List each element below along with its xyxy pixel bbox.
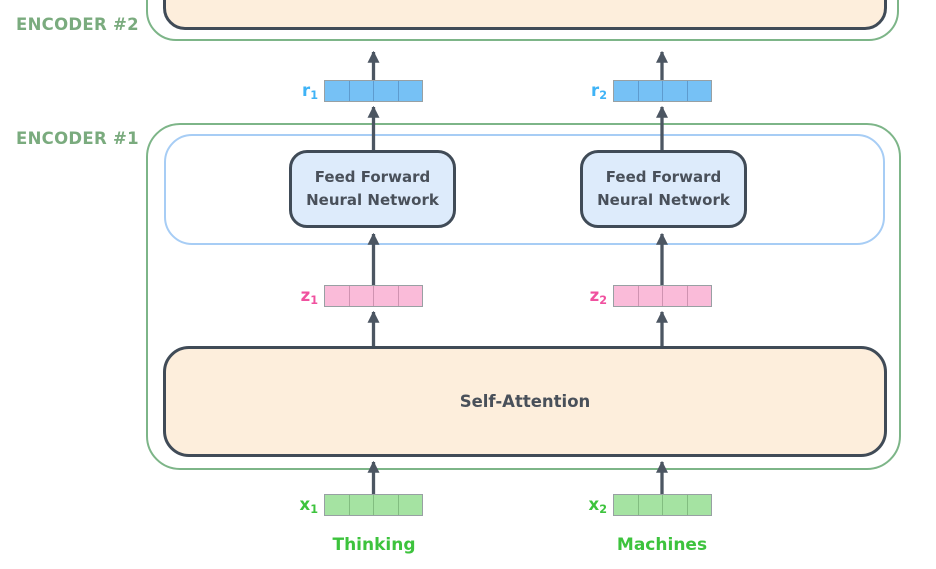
feed-forward-box-1-line1: Feed Forward bbox=[314, 167, 431, 186]
vector-cell bbox=[348, 81, 373, 101]
feed-forward-box-2-line1: Feed Forward bbox=[605, 167, 722, 186]
vector-cell bbox=[614, 81, 638, 101]
vector-label-r1: r1 bbox=[302, 81, 318, 103]
vector-cell bbox=[348, 495, 373, 515]
vector-z2 bbox=[613, 285, 712, 307]
vector-cell bbox=[348, 286, 373, 306]
self-attention-box: Self-Attention bbox=[163, 346, 887, 457]
vector-cell bbox=[637, 495, 662, 515]
vector-label-z2: z2 bbox=[589, 286, 607, 308]
vector-cell bbox=[686, 286, 711, 306]
vector-cell bbox=[662, 286, 687, 306]
vector-x1 bbox=[324, 494, 423, 516]
vector-cell bbox=[662, 81, 687, 101]
vector-cell bbox=[325, 81, 349, 101]
encoder-2-label: ENCODER #2 bbox=[16, 15, 139, 34]
feed-forward-container-box bbox=[164, 134, 885, 245]
vector-x2 bbox=[613, 494, 712, 516]
encoder-1-label: ENCODER #1 bbox=[16, 129, 139, 148]
vector-cell bbox=[373, 81, 398, 101]
vector-r1 bbox=[324, 80, 423, 102]
token-word-machines: Machines bbox=[616, 535, 708, 555]
encoder-2-self-attention-box bbox=[163, 0, 887, 30]
vector-label-x2: x2 bbox=[588, 495, 607, 517]
vector-cell bbox=[397, 495, 422, 515]
feed-forward-box-1-line2: Neural Network bbox=[306, 191, 439, 209]
vector-r2 bbox=[613, 80, 712, 102]
vector-cell bbox=[397, 286, 422, 306]
vector-cell bbox=[373, 495, 398, 515]
token-word-thinking: Thinking bbox=[332, 535, 416, 555]
vector-cell bbox=[686, 81, 711, 101]
vector-label-x1: x1 bbox=[299, 495, 318, 517]
vector-cell bbox=[614, 495, 638, 515]
vector-cell bbox=[686, 495, 711, 515]
feed-forward-box-1: Feed Forward Neural Network bbox=[289, 150, 456, 228]
vector-cell bbox=[325, 495, 349, 515]
vector-label-z1: z1 bbox=[300, 286, 318, 308]
vector-cell bbox=[325, 286, 349, 306]
vector-cell bbox=[373, 286, 398, 306]
feed-forward-box-2: Feed Forward Neural Network bbox=[580, 150, 747, 228]
vector-label-r2: r2 bbox=[591, 81, 607, 103]
vector-cell bbox=[397, 81, 422, 101]
vector-cell bbox=[614, 286, 638, 306]
self-attention-label: Self-Attention bbox=[459, 392, 591, 411]
vector-cell bbox=[662, 495, 687, 515]
feed-forward-box-2-line2: Neural Network bbox=[597, 191, 730, 209]
vector-z1 bbox=[324, 285, 423, 307]
vector-cell bbox=[637, 286, 662, 306]
vector-cell bbox=[637, 81, 662, 101]
